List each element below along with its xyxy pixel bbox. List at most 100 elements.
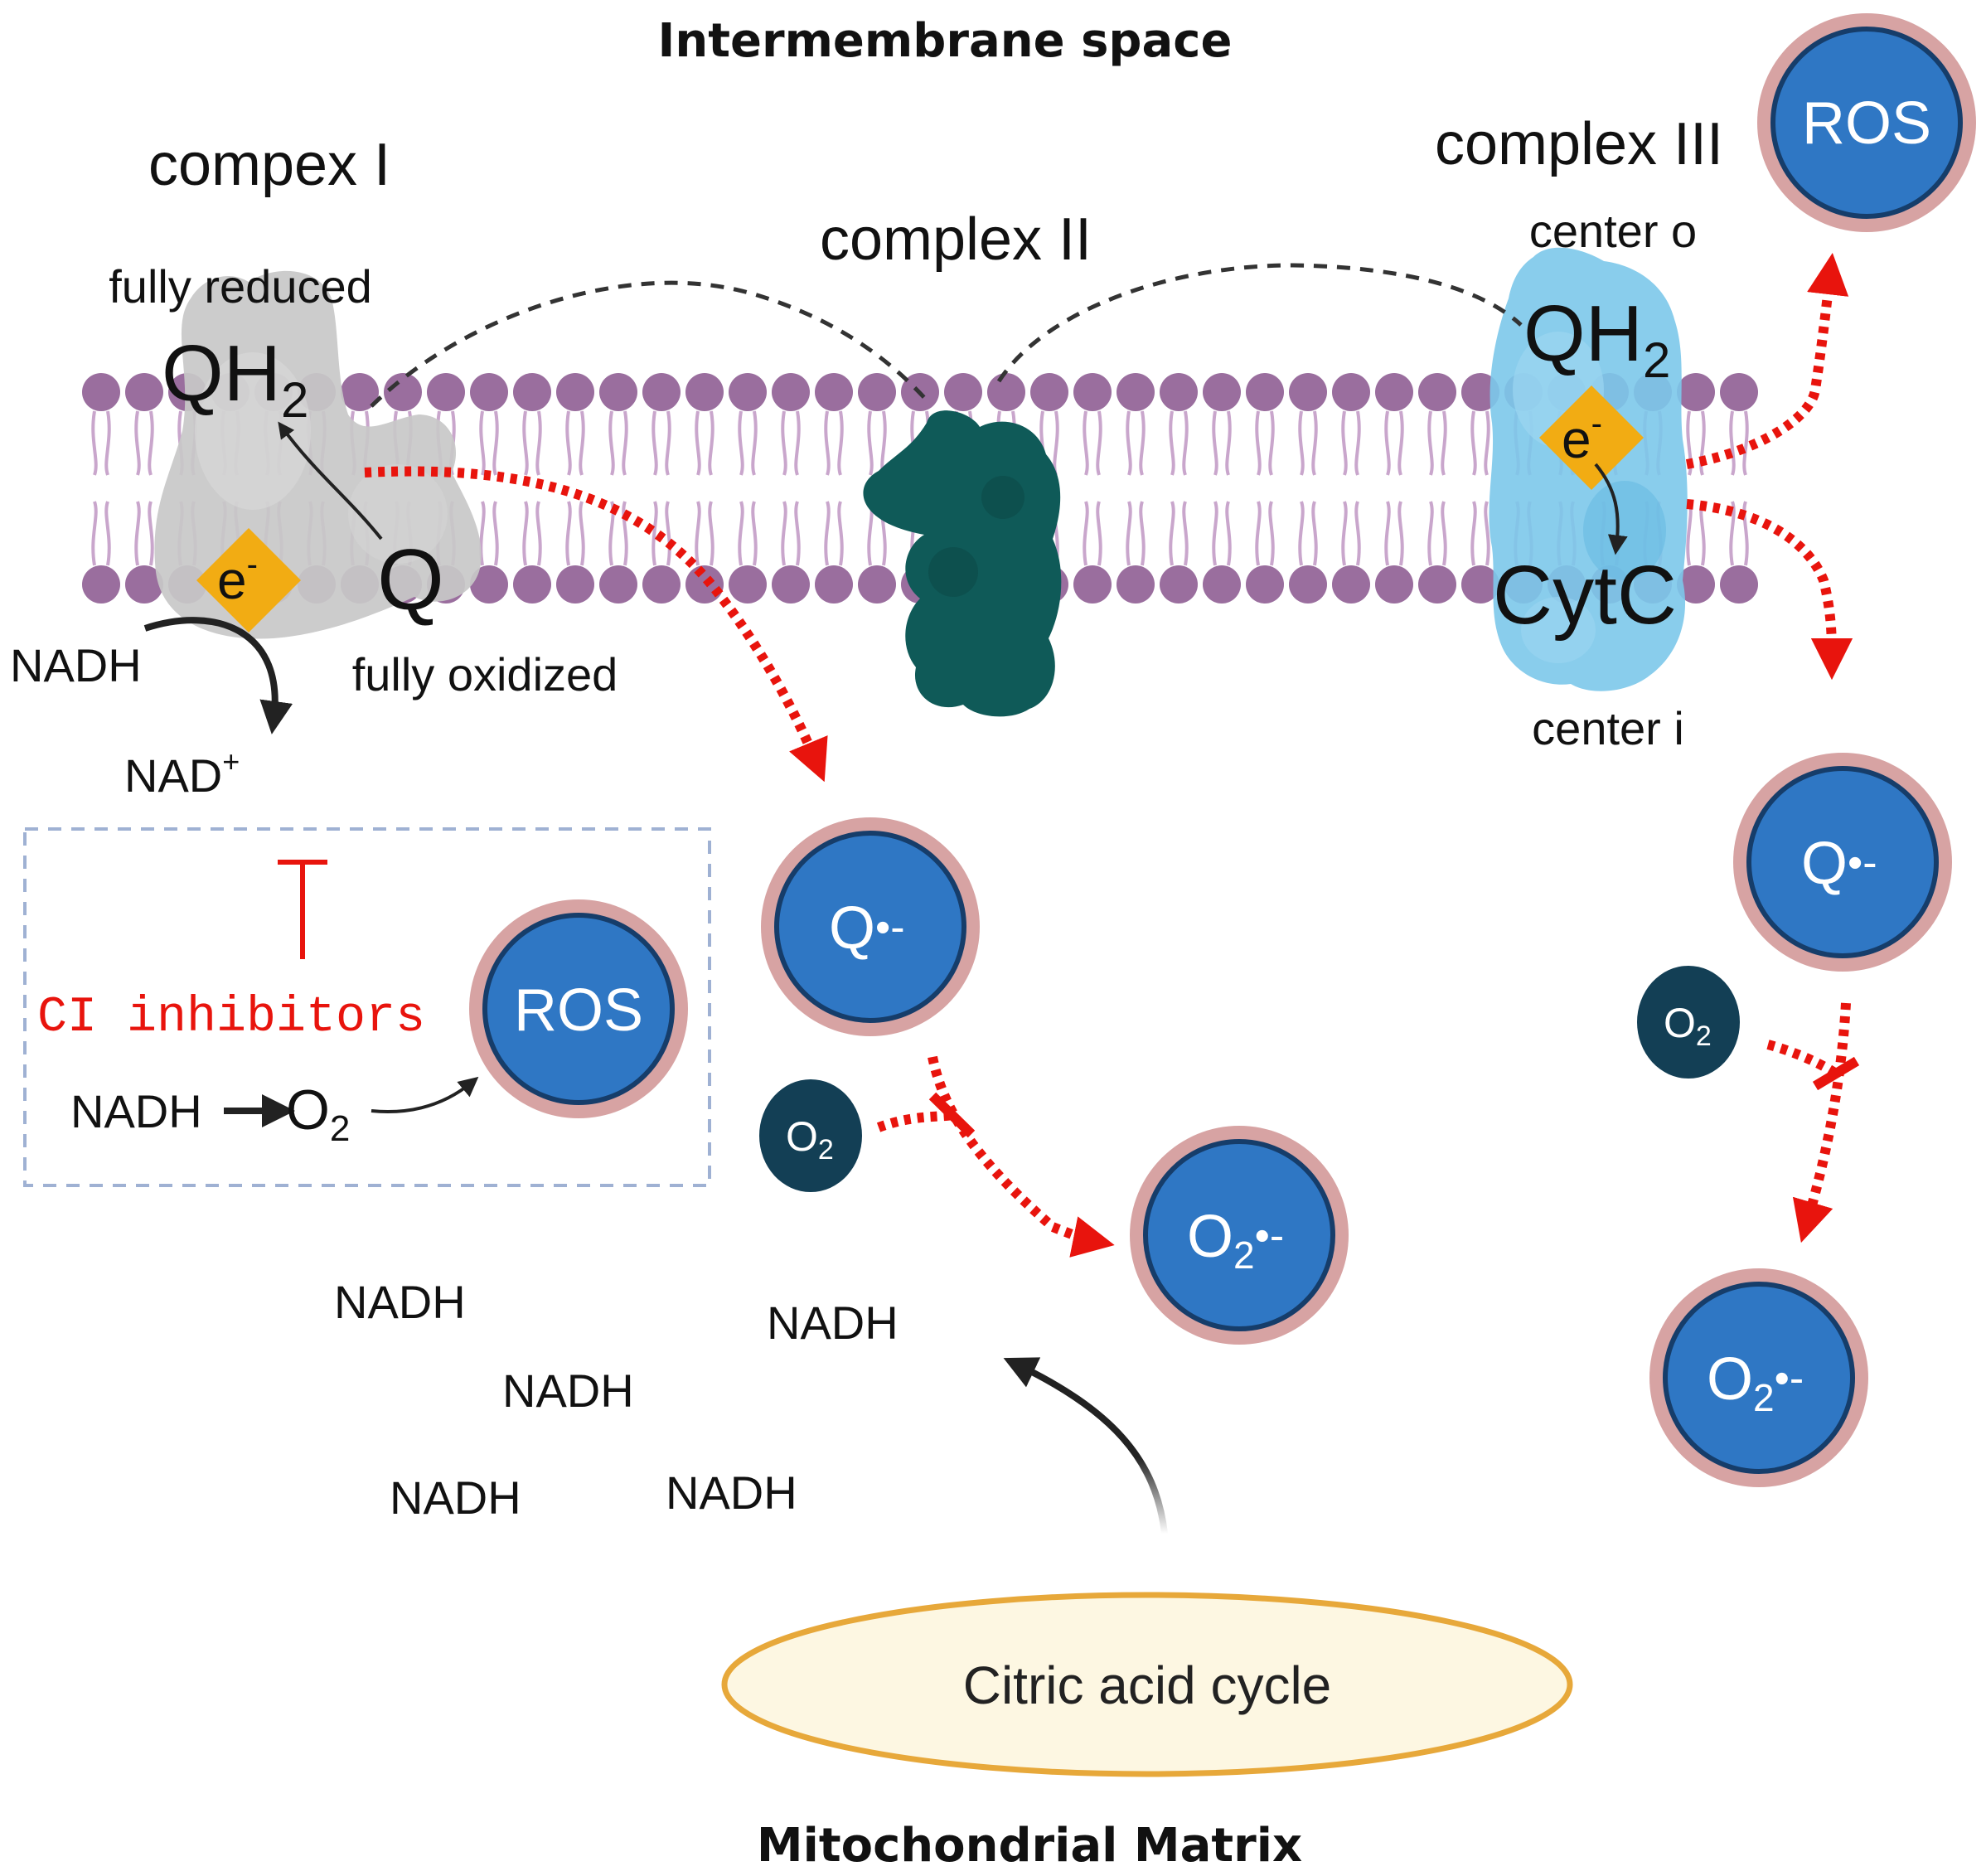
lipid-head [944,373,982,411]
superoxide-sphere-mid: O2•- [1130,1126,1349,1345]
o2-mid-sub: 2 [818,1134,834,1166]
o2-oval-right: O2 [1637,966,1740,1079]
superoxide-mid-o: O [1187,1204,1233,1270]
red-arrow-right-q-to-superoxide [1792,1002,1851,1243]
complex-i-electron: e [217,550,247,610]
lipid-head [1289,373,1327,411]
q-radical-mid-q: Q [829,895,875,962]
lipid-head [470,373,508,411]
lipid-head [1073,373,1112,411]
o2-to-ros-arrow [371,1076,479,1113]
q-radical-sphere-right: Q•- [1733,753,1952,972]
ros-sphere-box-label: ROS [514,977,643,1044]
mitochondrial-matrix-label: Mitochondrial Matrix [757,1819,1302,1873]
ros-sphere-top-right: ROS [1757,13,1976,232]
lipid-tail [1470,410,1490,476]
q-radical-mid-mark: •- [875,904,905,952]
lipid-head [1246,373,1284,411]
lipid-head [1375,373,1413,411]
lipid-tail [824,501,844,566]
lipid-head [815,373,853,411]
lipid-tail [608,410,628,476]
complex-i-electron-label: e- [217,546,258,610]
lipid-tail [1169,501,1189,566]
lipid-head [772,565,810,604]
q-radical-right-mark: •- [1848,839,1877,887]
lipid-head [1289,565,1327,604]
lipid-tail [1126,501,1146,566]
complex-iii-electron-label: e- [1562,405,1602,469]
o2-right-sub: 2 [1696,1020,1712,1052]
lipid-head [815,565,853,604]
lipid-head [1332,373,1370,411]
lipid-tail [1212,501,1232,566]
superoxide-mid-label: O2•- [1187,1204,1284,1277]
lipid-head [1117,373,1155,411]
lipid-head [1246,565,1284,604]
complex-iii-qh: QH [1523,289,1643,378]
complex-i-qh: QH [162,329,281,418]
lipid-tail [565,410,585,476]
matrix-nadh-3: NADH [502,1365,634,1417]
lipid-tail [1729,501,1749,566]
lipid-tail [695,501,714,566]
red-arrow-complex-iii-to-ros [1685,252,1849,469]
lipid-tail [1341,410,1361,476]
lipid-head [987,373,1025,411]
red-arrow-mid-q-to-superoxide [928,1055,1115,1258]
lipid-head [685,373,724,411]
lipid-head [599,565,637,604]
red-inhibit-bar-right [1812,1056,1860,1091]
dashed-arc-complex-ii-to-iii [996,263,1523,383]
lipid-head [1418,565,1456,604]
lipid-head [427,373,465,411]
o2-mid-o: O [786,1113,818,1160]
lipid-head [125,373,163,411]
fully-oxidized-label: fully oxidized [352,648,618,700]
lipid-tail [1255,501,1275,566]
complex-i-qh-sub: 2 [281,372,308,428]
lipid-tail [1341,501,1361,566]
red-inhibit-o2-right [1766,1040,1839,1079]
red-arrow-complex-i-to-q-radical [364,466,828,783]
complex-iii-qh-sub: 2 [1643,332,1670,388]
matrix-nadh-2: NADH [767,1297,899,1349]
lipid-tail [1083,501,1102,566]
fully-reduced-label: fully reduced [109,260,372,313]
lipid-head [642,565,681,604]
o2-mid-label: O2 [786,1113,834,1166]
lipid-head [1720,565,1758,604]
lipid-head [1073,565,1112,604]
electron-to-cytc-arrow [1594,463,1628,555]
o2-right-o: O [1664,1000,1696,1046]
complex-ii-protein [863,410,1062,717]
lipid-head [729,373,767,411]
lipid-head [1677,373,1715,411]
lipid-tail [781,410,801,476]
superoxide-right-sub: 2 [1753,1376,1775,1419]
superoxide-right-mark: •- [1775,1355,1804,1403]
lipid-head [125,565,163,604]
red-arrow-complex-iii-to-q-radical [1686,499,1853,681]
lipid-tail [1298,410,1318,476]
lipid-tail [1212,410,1232,476]
lipid-tail [781,501,801,566]
lipid-tail [1686,501,1706,566]
superoxide-right-o: O [1707,1346,1753,1413]
dashed-arc-complex-i-to-ii [370,280,930,408]
lipid-tail [824,410,844,476]
lipid-head [513,565,551,604]
q-radical-right-label: Q•- [1801,831,1877,897]
lipid-tail [1686,410,1706,476]
superoxide-mid-sub: 2 [1233,1234,1255,1277]
inhibitor-box-nadh-label: NADH [70,1085,202,1137]
q-radical-right-q: Q [1801,831,1848,897]
lipid-tail [1083,410,1102,476]
lipid-head [556,373,594,411]
lipid-head [513,373,551,411]
complex-i-title: compex I [148,132,390,198]
lipid-head [858,565,896,604]
complex-i-nadh-label: NADH [10,639,142,691]
lipid-head [82,373,120,411]
